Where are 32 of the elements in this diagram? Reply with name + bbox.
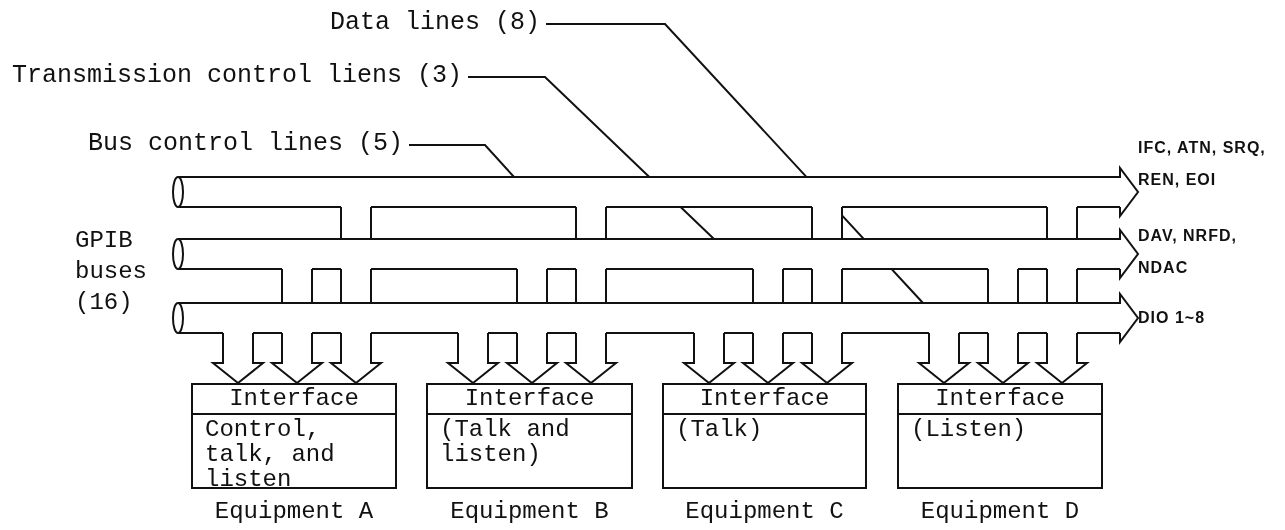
equipment-label: Equipment B — [449, 499, 610, 525]
equipment-box — [191, 383, 397, 489]
equipment-box — [426, 383, 633, 489]
function-label: (Listen) — [910, 415, 1028, 442]
signal-names: DIO 1~8 — [1138, 308, 1207, 328]
interface-header: Interface — [899, 385, 1101, 415]
bus-arrow — [172, 294, 1138, 342]
equipment-label: Equipment A — [213, 499, 375, 525]
signal-arrow — [445, 330, 501, 385]
signal-arrow — [210, 330, 266, 385]
bus-arrow — [172, 168, 1138, 216]
bus-arrow — [172, 230, 1138, 278]
interface-header: Interface — [664, 385, 865, 415]
line-group-label: Transmission control liens (3) — [12, 61, 462, 91]
signal-names: IFC, ATN, SRQ, REN, EOI — [1138, 138, 1267, 190]
interface-header: Interface — [193, 385, 395, 415]
signal-arrow — [916, 330, 972, 385]
function-label: (Talk) — [675, 415, 764, 442]
signal-arrow — [681, 330, 737, 385]
line-group-label: Bus control lines (5) — [88, 129, 403, 159]
equipment-box — [662, 383, 867, 489]
leader-line — [408, 144, 515, 178]
equipment-box — [897, 383, 1103, 489]
equipment-label: Equipment C — [684, 499, 845, 525]
equipment-label: Equipment D — [919, 499, 1081, 525]
function-label: (Talk and listen) — [439, 415, 571, 467]
bus-group-label: GPIB buses (16) — [75, 226, 148, 318]
signal-names: DAV, NRFD, NDAC — [1138, 226, 1238, 278]
leader-line — [467, 76, 715, 240]
interface-header: Interface — [428, 385, 631, 415]
function-label: Control, talk, and listen — [204, 415, 336, 492]
line-group-label: Data lines (8) — [330, 8, 540, 38]
